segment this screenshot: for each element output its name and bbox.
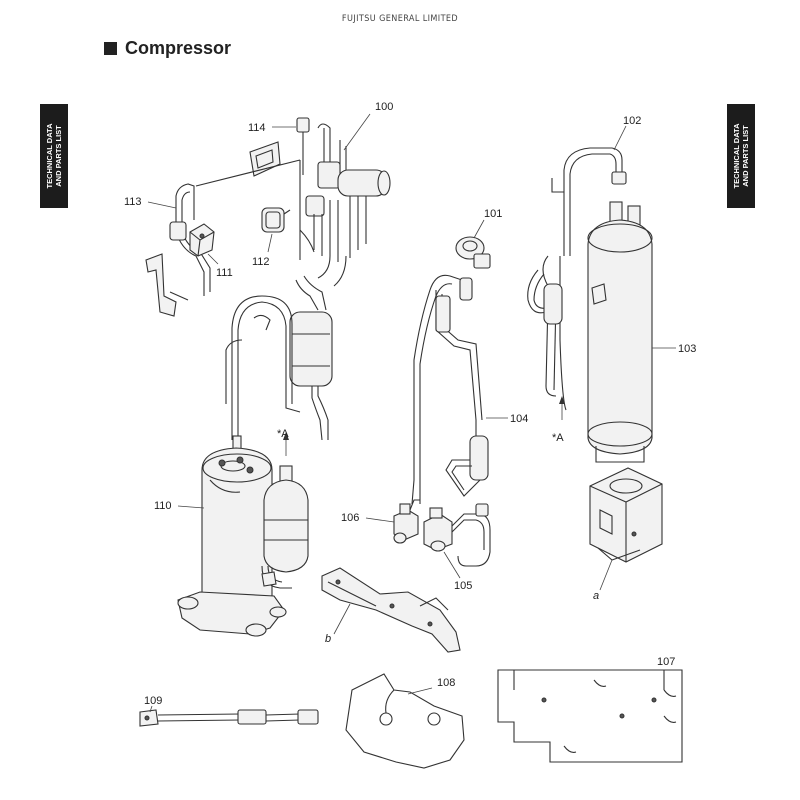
part-110-compressor — [177, 435, 287, 637]
part-111-coil — [189, 159, 301, 257]
callout-106: 106 — [341, 512, 359, 524]
part-100-four-way-valve — [295, 123, 391, 311]
part-103-receiver-tank — [587, 201, 653, 463]
part-104-pipe-assembly — [411, 274, 489, 505]
callout-112: 112 — [252, 256, 270, 268]
callout-104: 104 — [510, 413, 528, 425]
callout-108: 108 — [437, 677, 455, 689]
callout-113: 113 — [124, 196, 142, 208]
part-accumulator — [261, 465, 309, 589]
callout-105: 105 — [454, 580, 472, 592]
part-105-valve — [423, 503, 491, 567]
part-107-insulation-sheet — [497, 669, 683, 763]
part-bracket-plate — [249, 141, 281, 177]
part-suction-pipe-loop — [225, 295, 301, 440]
side-tab-right: TECHNICAL DATA AND PARTS LIST — [727, 104, 755, 208]
part-102-pipe — [542, 147, 627, 411]
document-header: FUJITSU GENERAL LIMITED — [341, 14, 459, 24]
callout-109: 109 — [144, 695, 162, 707]
callout-110: 110 — [154, 500, 172, 512]
part-pipe-loop-right — [527, 269, 563, 397]
callout-a: a — [593, 590, 599, 602]
part-113-pipe — [145, 183, 211, 317]
callout-107: 107 — [657, 656, 675, 668]
callout-101: 101 — [484, 208, 502, 220]
callout-103: 103 — [678, 343, 696, 355]
square-bullet-icon — [104, 42, 117, 55]
marker-a-right: *A — [552, 432, 564, 444]
part-a-base-bracket — [589, 467, 663, 563]
callout-b: b — [325, 633, 331, 645]
part-101-coil — [455, 236, 491, 269]
part-112-coil — [261, 207, 291, 233]
marker-a-left: *A — [277, 428, 289, 440]
section-title: Compressor — [104, 38, 231, 59]
callout-114: 114 — [248, 122, 266, 134]
callout-100: 100 — [375, 101, 393, 113]
part-109-heater-cable — [139, 709, 319, 727]
part-muffler — [289, 311, 333, 441]
callout-111: 111 — [216, 267, 233, 279]
section-title-text: Compressor — [125, 38, 232, 58]
part-b-bracket — [321, 567, 461, 653]
part-106-valve — [393, 499, 420, 544]
part-108-insulation — [345, 673, 465, 769]
side-tab-left: TECHNICAL DATA AND PARTS LIST — [40, 104, 68, 208]
callout-102: 102 — [623, 115, 641, 127]
part-114-sensor — [296, 117, 310, 260]
